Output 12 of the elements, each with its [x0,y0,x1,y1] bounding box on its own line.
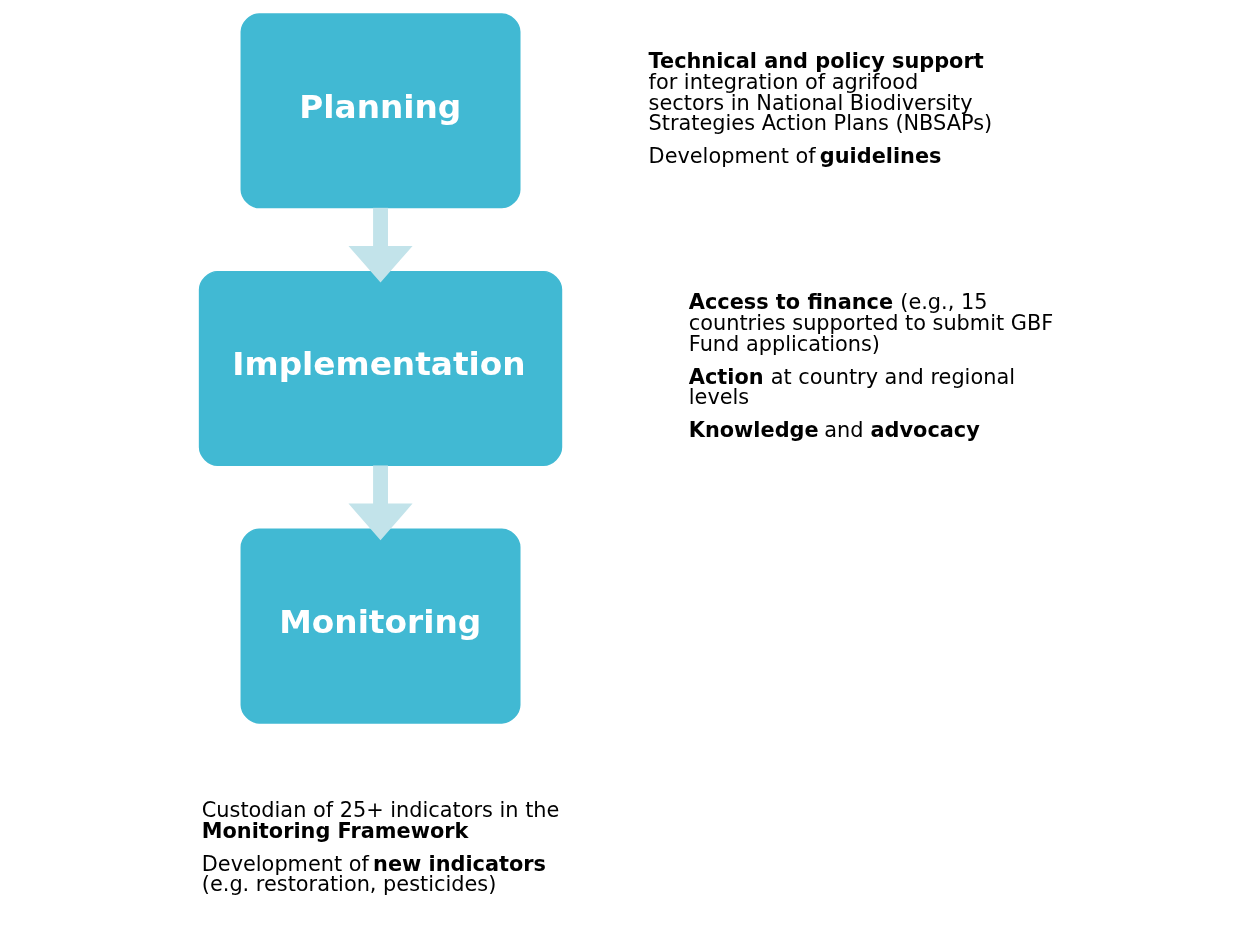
node-label: Access to finance (e.g., 15 countries supported to submit GBF Fund applications) [688,290,1053,356]
arrow [347,207,413,283]
node-label: Action at country and regional levels [688,364,1015,410]
node-box: Monitoring [240,528,520,724]
node-box: Implementation [198,270,562,466]
node-label: Knowledge and advocacy [688,418,980,443]
node-label: Custodian of 25+ indicators in the Monitoring Framework [201,798,559,843]
node-box: Planning [240,13,520,209]
node-label: Development of new indicators (e.g. restoration, pesticides) [201,851,546,897]
arrow [347,465,413,541]
node-label: Development of guidelines [648,144,941,169]
node-label: Technical and policy support for integration of agrifood sectors in National Biodiversity Strategies Action Plans (NBSAPs) [648,48,992,136]
